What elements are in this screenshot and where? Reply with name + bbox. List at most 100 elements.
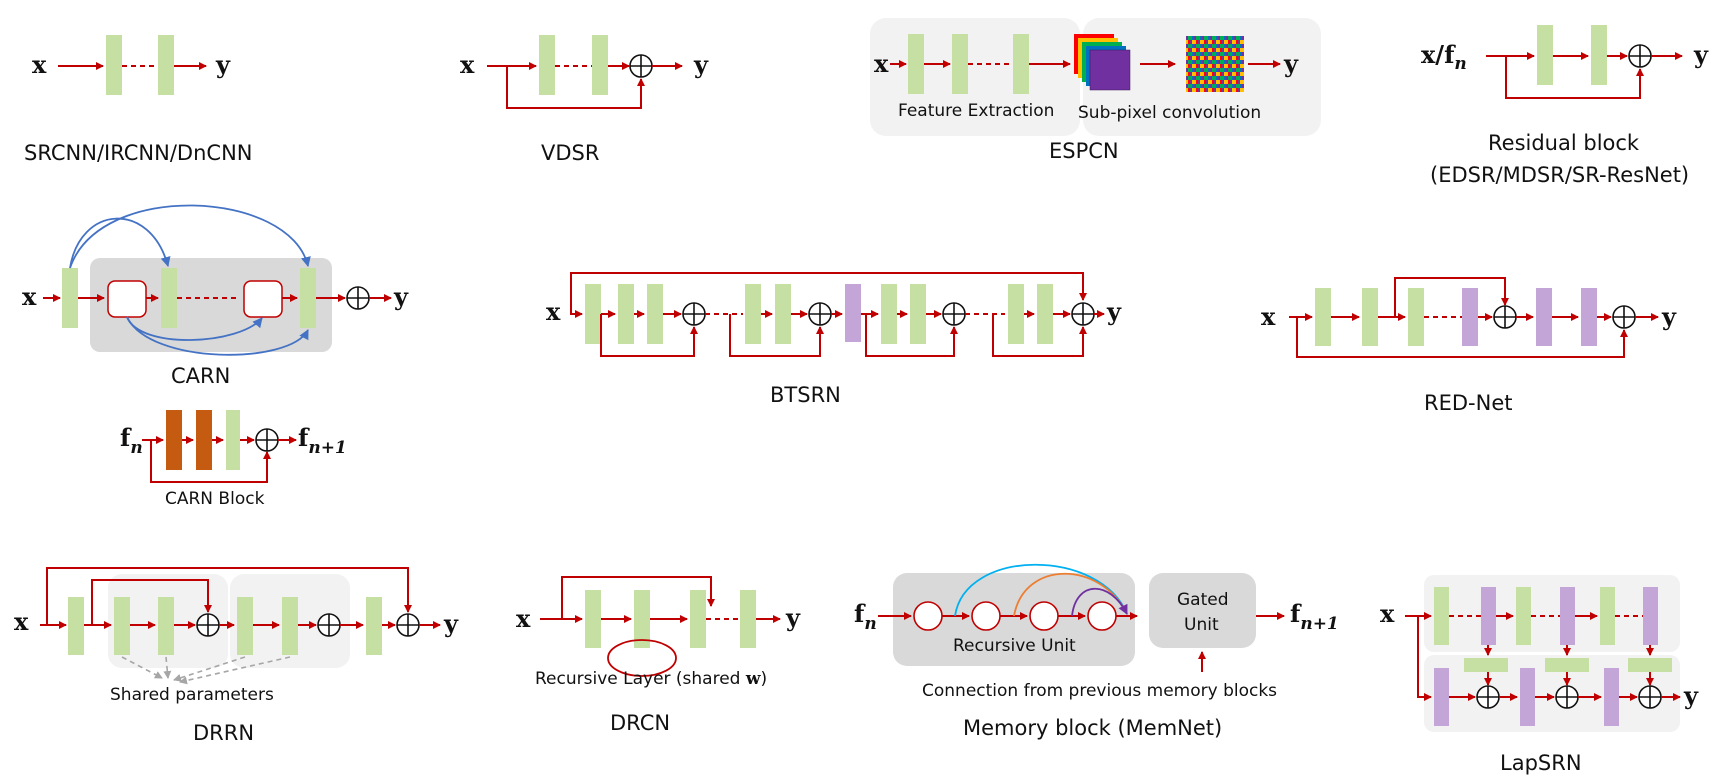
residual-conv xyxy=(1545,658,1589,672)
srcnn-y-label: y xyxy=(215,50,231,79)
conv-layer xyxy=(908,34,924,94)
sum-node xyxy=(346,286,370,310)
rednet-caption: RED-Net xyxy=(1424,391,1512,415)
srcnn-x-label: x xyxy=(32,50,47,79)
sum-node xyxy=(196,613,220,637)
conv-layer xyxy=(690,590,706,648)
conv-layer xyxy=(1013,34,1029,94)
conv-layer xyxy=(1037,284,1053,344)
residual-caption-line1: Residual block xyxy=(1488,131,1640,155)
espcn-diagram: x y Feature Extraction Sub-pixel convolu… xyxy=(870,18,1321,163)
btsrn-x-label: x xyxy=(546,297,561,326)
sum-node xyxy=(396,613,420,637)
feature-branch-panel xyxy=(1424,575,1680,652)
conv-layer xyxy=(592,35,608,95)
conv-layer xyxy=(1537,25,1553,85)
conv-layer xyxy=(881,284,897,344)
drrn-caption: DRRN xyxy=(193,721,254,745)
drrn-x-label: x xyxy=(14,607,29,636)
conv-layer xyxy=(166,410,182,470)
high-res-output-icon xyxy=(1186,36,1244,92)
cascade-connection xyxy=(69,217,171,269)
residual-caption-line2: (EDSR/MDSR/SR-ResNet) xyxy=(1430,163,1689,187)
conv-layer xyxy=(1591,25,1607,85)
gated-unit-line2: Unit xyxy=(1184,615,1219,635)
lapsrn-caption: LapSRN xyxy=(1500,751,1582,775)
recursive-node xyxy=(913,601,943,631)
conv-layer xyxy=(106,35,122,95)
conv-layer xyxy=(745,284,761,344)
lapsrn-y-label: y xyxy=(1683,681,1699,710)
conv-layer xyxy=(196,410,212,470)
srcnn-diagram: x y SRCNN/IRCNN/DnCNN xyxy=(24,35,253,165)
gated-unit-box xyxy=(1149,573,1256,648)
rednet-diagram: x y RED-Net xyxy=(1261,277,1677,415)
sum-node xyxy=(1476,685,1500,709)
sum-node xyxy=(1555,685,1579,709)
conv-layer xyxy=(282,597,298,655)
carn-y-label: y xyxy=(393,282,409,311)
recursive-layer-label: Recursive Layer (shared w) xyxy=(535,669,767,689)
sum-node xyxy=(255,428,279,452)
espcn-x-label: x xyxy=(874,49,889,78)
deconv-layer xyxy=(1581,288,1597,346)
conv-layer xyxy=(300,268,316,328)
btsrn-y-label: y xyxy=(1106,297,1122,326)
rednet-y-label: y xyxy=(1661,302,1677,331)
vdsr-x-label: x xyxy=(460,50,475,79)
conv-layer xyxy=(1408,288,1424,346)
conv-layer xyxy=(114,597,130,655)
cascade-connection xyxy=(69,204,311,269)
vdsr-diagram: x y VDSR xyxy=(460,35,709,165)
shared-parameters-label: Shared parameters xyxy=(110,685,274,705)
conv-layer xyxy=(366,597,382,655)
sum-node xyxy=(629,54,653,78)
recursion-loop xyxy=(607,639,677,677)
carn-caption: CARN xyxy=(171,364,230,388)
conv-layer xyxy=(158,597,174,655)
conv-layer xyxy=(161,268,177,328)
residual-y-label: y xyxy=(1693,40,1709,69)
conv-layer xyxy=(775,284,791,344)
espcn-y-label: y xyxy=(1283,49,1299,78)
carn-block-label: CARN Block xyxy=(165,489,265,509)
memory-connection xyxy=(1071,587,1128,617)
recursive-conv-layer xyxy=(634,590,650,648)
sum-node xyxy=(1612,305,1636,329)
lapsrn-diagram: x xyxy=(1380,575,1699,775)
deconv-layer xyxy=(1481,587,1496,645)
conv-layer xyxy=(585,284,601,344)
vdsr-y-label: y xyxy=(693,50,709,79)
btsrn-caption: BTSRN xyxy=(770,383,841,407)
carn-cascade-block xyxy=(243,280,283,318)
carn-block-output-label: fn+1 xyxy=(298,423,347,458)
sum-node xyxy=(1071,302,1095,326)
deconv-layer xyxy=(1536,288,1552,346)
subpixel-label: Sub-pixel convolution xyxy=(1078,103,1261,123)
drrn-y-label: y xyxy=(443,609,459,638)
sum-node xyxy=(808,302,832,326)
shared-parameter-links xyxy=(121,656,291,685)
conv-layer xyxy=(1362,288,1378,346)
memnet-input-label: fn xyxy=(854,599,877,634)
deconv-layer xyxy=(1462,288,1478,346)
conv-layer xyxy=(740,590,756,648)
recursive-node xyxy=(1029,601,1059,631)
conv-layer xyxy=(226,410,240,470)
residual-conv xyxy=(1464,658,1508,672)
deconv-layer xyxy=(1560,587,1575,645)
memnet-diagram: fn Recursive Unit Gated Unit fn+1 Connec… xyxy=(854,563,1339,740)
recursive-node xyxy=(971,601,1001,631)
espcn-caption: ESPCN xyxy=(1049,139,1119,163)
recursive-unit-label: Recursive Unit xyxy=(953,636,1076,656)
conv-layer xyxy=(618,284,634,344)
memnet-output-label: fn+1 xyxy=(1290,599,1339,634)
conv-layer xyxy=(585,590,601,648)
recursive-unit-panel xyxy=(893,573,1135,666)
residual-block-diagram: x/fn y Residual block (EDSR/MDSR/SR-ResN… xyxy=(1421,25,1709,187)
lapsrn-x-label: x xyxy=(1380,599,1395,628)
feature-map-stack-icon xyxy=(1074,34,1131,91)
sum-node xyxy=(1628,44,1652,68)
conv-layer xyxy=(158,35,174,95)
